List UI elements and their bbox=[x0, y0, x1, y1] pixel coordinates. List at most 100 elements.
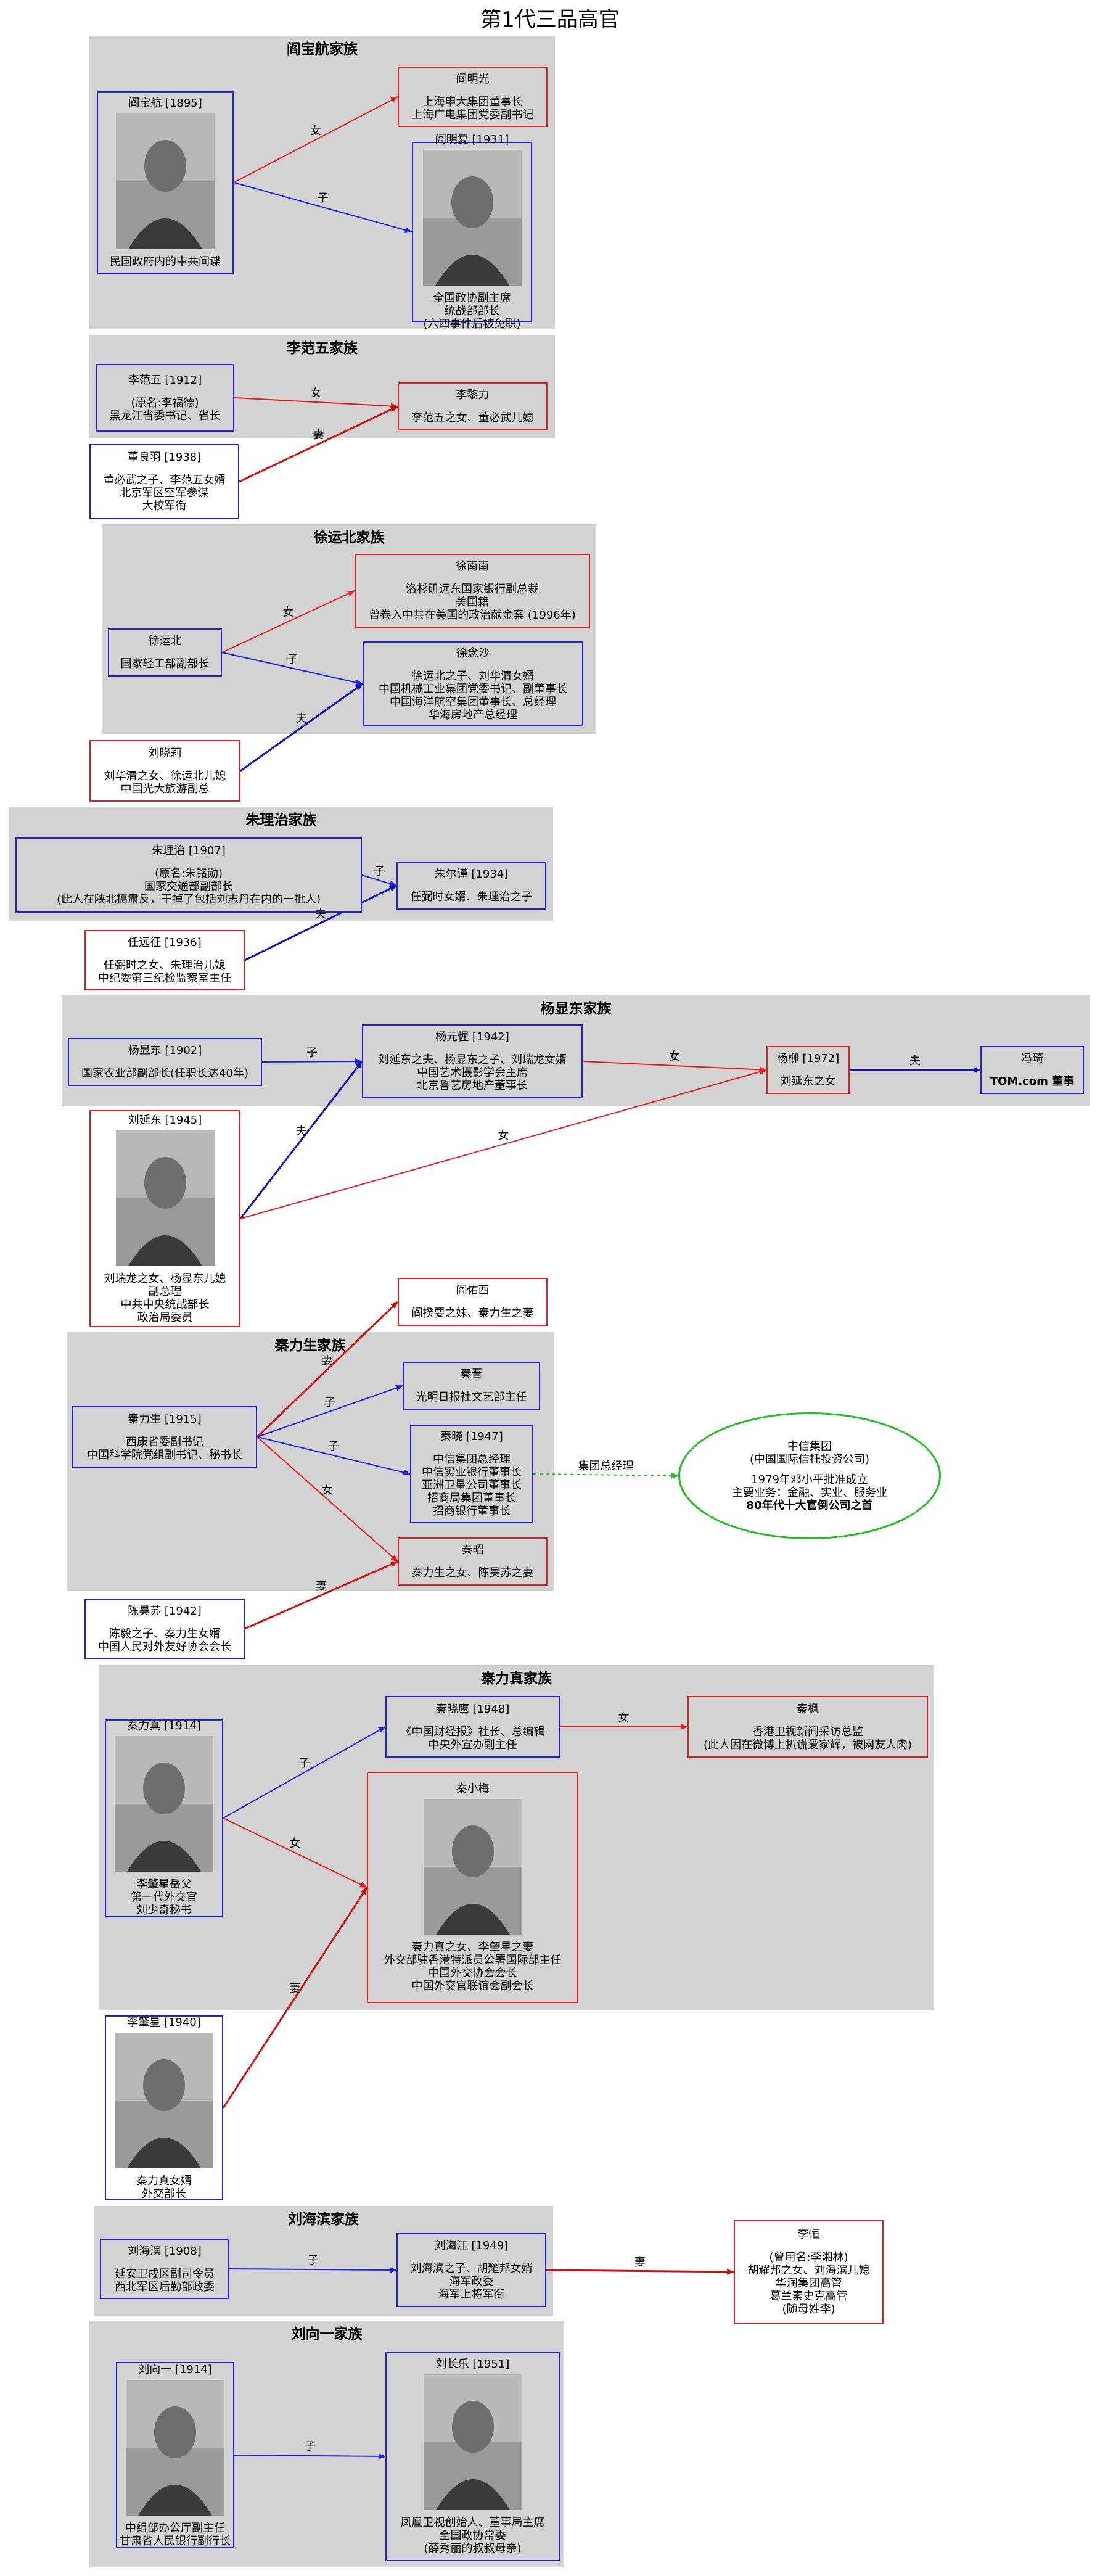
person-name: 阎明复 [1931] bbox=[435, 133, 509, 146]
person-xu-nannan: 徐南南洛杉矶远东国家银行副总裁美国籍曾卷入中共在美国的政治献金案 (1996年) bbox=[355, 554, 590, 628]
edge-liuyandong-yangliu bbox=[240, 1069, 767, 1219]
person-name: 李范五 [1912] bbox=[128, 373, 202, 387]
person-name: 秦小梅 bbox=[456, 1782, 490, 1795]
person-detail: 任弼时之女、朱理治儿媳 bbox=[104, 958, 226, 972]
person-name: 朱尔谨 [1934] bbox=[434, 868, 509, 881]
person-name: 阎明光 bbox=[456, 72, 490, 86]
person-detail: 全国政协副主席 bbox=[433, 292, 511, 305]
person-detail: 中国海洋航空集团董事长、总经理 bbox=[390, 695, 556, 709]
person-detail: 上海申大集团董事长 bbox=[422, 95, 523, 109]
edge-label: 夫 bbox=[296, 712, 307, 725]
person-detail: 胡耀邦之女、刘海滨儿媳 bbox=[747, 2264, 870, 2277]
person-detail: 黑龙江省委书记、省长 bbox=[109, 409, 221, 422]
edge-lifanwu-lili bbox=[234, 397, 398, 409]
edge-label: 妻 bbox=[313, 429, 324, 442]
ellipse-detail: 主要业务：金融、实业、服务业 bbox=[732, 1486, 887, 1499]
person-detail: 凤凰卫视创始人、董事局主席 bbox=[400, 2516, 545, 2529]
person-qin-lisheng: 秦力生 [1915]西康省委副书记中国科学院党组副书记、秘书长 bbox=[72, 1406, 257, 1468]
person-qin-feng: 秦枫香港卫视新闻采访总监(此人因在微博上扒谎爱家辉，被网友人肉) bbox=[688, 1696, 928, 1758]
person-liu-xiangyi: 刘向一 [1914]中组部办公厅副主任甘肃省人民银行副行长 bbox=[116, 2362, 234, 2548]
person-detail: 洛杉矶远东国家银行副总裁 bbox=[406, 583, 539, 596]
person-detail: 刘海滨之子、胡耀邦女婿 bbox=[410, 2262, 533, 2275]
edge-label: 女 bbox=[669, 1050, 680, 1063]
edge-yangyuanxing-yangliu bbox=[582, 1061, 767, 1073]
person-liu-haibin: 刘海滨 [1908]延安卫戍区副司令员西北军区后勤部政委 bbox=[100, 2239, 229, 2299]
edge-label: 夫 bbox=[315, 907, 326, 921]
person-name: 阎佑西 bbox=[456, 1284, 490, 1297]
edge-yanbaohang-yanmingfu bbox=[233, 182, 412, 233]
edge-label: 妻 bbox=[634, 2255, 646, 2269]
person-detail: 第一代外交官 bbox=[131, 1891, 197, 1904]
edge-chenhaosu-qinzhao bbox=[244, 1560, 398, 1630]
person-detail: 招商局集团董事长 bbox=[427, 1492, 516, 1505]
person-detail: 徐运北之子、刘华清女婿 bbox=[412, 669, 534, 683]
cluster-title: 杨显东家族 bbox=[540, 1001, 612, 1017]
person-name: 刘长乐 [1951] bbox=[435, 2358, 510, 2371]
portrait-photo bbox=[423, 2374, 522, 2510]
person-liu-yandong: 刘延东 [1945]刘瑞龙之女、杨显东儿媳副总理中共中央统战部长政治局委员 bbox=[89, 1110, 240, 1327]
person-detail: (原名:朱铭勋) bbox=[154, 867, 223, 880]
edge-lizhaoxing-qinxiaomei bbox=[222, 1887, 368, 2109]
person-detail: (此人在陕北搞肃反，干掉了包括刘志丹在内的一批人) bbox=[56, 893, 321, 906]
person-zhu-erjin: 朱尔谨 [1934]任弼时女婿、朱理治之子 bbox=[396, 862, 546, 910]
person-name: 陈昊苏 [1942] bbox=[128, 1604, 202, 1618]
ellipse-detail: 80年代十大官倒公司之首 bbox=[746, 1499, 873, 1512]
cluster-title: 秦力真家族 bbox=[481, 1671, 552, 1687]
person-detail: 光明日报社文艺部主任 bbox=[416, 1391, 527, 1404]
edge-label: 子 bbox=[324, 1396, 335, 1409]
person-detail: 曾卷入中共在美国的政治献金案 (1996年) bbox=[369, 609, 576, 622]
person-detail: 李范五之女、董必武儿媳 bbox=[411, 411, 534, 424]
edge-label: 女 bbox=[310, 124, 321, 138]
person-detail: 北京鲁艺房地产董事长 bbox=[417, 1079, 528, 1092]
person-detail: 国家交通部副部长 bbox=[144, 880, 233, 893]
edge-label: 夫 bbox=[909, 1055, 921, 1068]
person-detail: 刘瑞龙之女、杨显东儿媳 bbox=[104, 1272, 226, 1285]
person-yang-xiandong: 杨显东 [1902]国家农业部副部长(任职长达40年) bbox=[68, 1038, 262, 1086]
edge-label: 女 bbox=[310, 387, 322, 400]
person-detail: 秦力真女婿 bbox=[136, 2174, 192, 2187]
person-detail: 中信实业银行董事长 bbox=[422, 1466, 522, 1479]
person-detail: 上海广电集团党委副书记 bbox=[411, 108, 534, 121]
edge-label: 女 bbox=[618, 1711, 630, 1724]
edge-label: 妻 bbox=[316, 1579, 327, 1593]
person-detail: 统战部部长 bbox=[444, 305, 500, 318]
page-title: 第1代三品高官 bbox=[480, 7, 620, 32]
person-detail: 甘肃省人民银行副行长 bbox=[120, 2534, 231, 2548]
edge-label: 子 bbox=[307, 2254, 319, 2267]
person-detail: 华润集团高管 bbox=[775, 2277, 842, 2290]
person-detail: 阎揆要之妹、秦力生之妻 bbox=[411, 1307, 534, 1320]
person-detail: 刘延东之夫、杨显东之子、刘瑞龙女婿 bbox=[378, 1053, 567, 1066]
person-detail: 中国光大旅游副总 bbox=[120, 782, 210, 796]
person-detail: 西北军区后勤部政委 bbox=[115, 2280, 215, 2294]
person-name: 阎宝航 [1895] bbox=[128, 97, 202, 110]
person-detail: 民国政府内的中共间谍 bbox=[110, 255, 221, 268]
person-zhu-lizhi: 朱理治 [1907](原名:朱铭勋)国家交通部副部长(此人在陕北搞肃反，干掉了包… bbox=[15, 837, 362, 913]
person-detail: 中国艺术摄影学会主席 bbox=[417, 1066, 528, 1079]
person-detail: 中国人民对外友好协会会长 bbox=[98, 1640, 231, 1653]
person-qin-zhao: 秦昭秦力生之女、陈昊苏之妻 bbox=[398, 1537, 548, 1586]
edge-liuhaijiang-liheng bbox=[546, 2268, 734, 2275]
person-detail: 美国籍 bbox=[456, 596, 489, 609]
edge-label: 子 bbox=[298, 1757, 310, 1770]
person-name: 李恒 bbox=[797, 2228, 820, 2241]
portrait-photo bbox=[422, 150, 522, 286]
edge-label: 女 bbox=[322, 1484, 333, 1497]
person-name: 任远征 [1936] bbox=[128, 936, 202, 949]
person-liu-xiaoli: 刘晓莉刘华清之女、徐运北儿媳中国光大旅游副总 bbox=[89, 740, 240, 802]
person-name: 秦昭 bbox=[461, 1544, 484, 1557]
person-name: 秦晋 bbox=[460, 1368, 483, 1381]
person-name: 徐念沙 bbox=[456, 646, 490, 660]
person-detail: (曾用名:李湘林) bbox=[769, 2251, 848, 2264]
person-yan-mingfu: 阎明复 [1931]全国政协副主席统战部部长(六四事件后被免职) bbox=[412, 133, 532, 331]
edge-label: 子 bbox=[306, 1046, 318, 1060]
person-name: 刘海滨 [1908] bbox=[128, 2244, 202, 2258]
person-detail: 中国机械工业集团党委书记、副董事长 bbox=[379, 682, 567, 696]
person-detail: 外交部长 bbox=[142, 2187, 186, 2200]
edge-label: 子 bbox=[374, 865, 385, 878]
person-li-heng: 李恒(曾用名:李湘林)胡耀邦之女、刘海滨儿媳华润集团高管葛兰素史克高管(随母姓李… bbox=[734, 2220, 884, 2324]
person-name: 李肇星 [1940] bbox=[127, 2015, 201, 2029]
edge-qinxiao-ellipse bbox=[533, 1472, 679, 1479]
person-qin-xiaoying: 秦晓鹰 [1948]《中国财经报》社长、总编辑中央外宣办副主任 bbox=[385, 1696, 560, 1758]
edge-qinlisheng-qinzhao bbox=[257, 1436, 398, 1562]
